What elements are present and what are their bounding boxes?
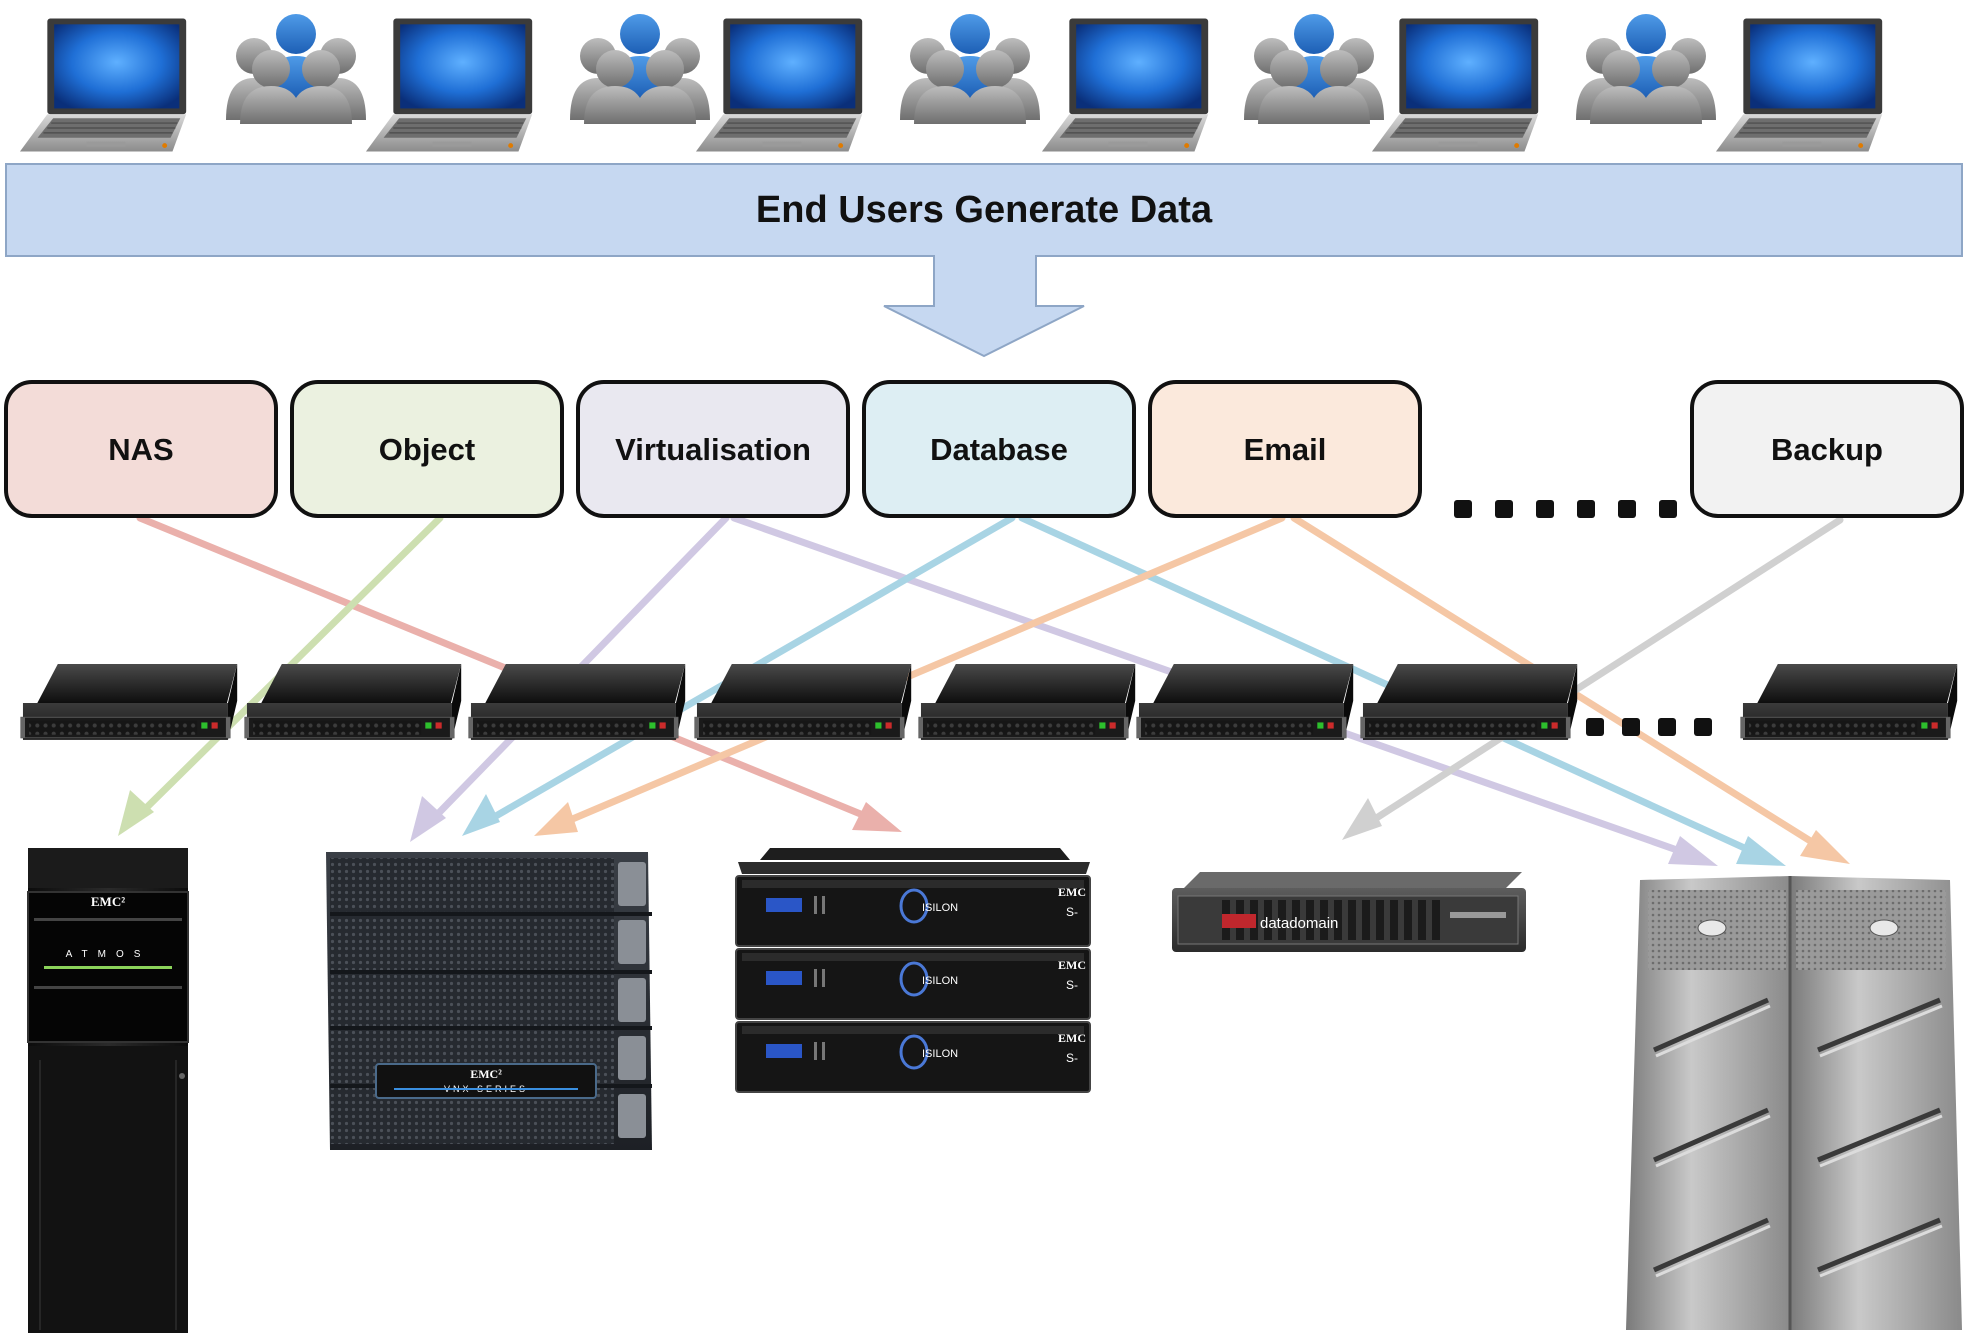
isilon-name: ISILON — [922, 1048, 958, 1060]
category-nas: NAS — [4, 380, 278, 518]
category-virtualisation: Virtualisation — [576, 380, 850, 518]
isilon-node: ISILON EMC S- — [735, 1021, 1091, 1093]
category-backup: Backup — [1690, 380, 1964, 518]
ellipsis-dot — [1659, 500, 1677, 518]
category-label-object: Object — [379, 432, 475, 467]
server-icon — [1740, 664, 1958, 741]
ellipsis-dot — [1495, 500, 1513, 518]
ellipsis-dot — [1454, 500, 1472, 518]
isilon-name: ISILON — [922, 902, 958, 914]
ellipsis-dot — [1577, 500, 1595, 518]
server-icon — [1360, 664, 1578, 741]
laptop-icon — [695, 17, 863, 152]
server-icon — [468, 664, 686, 741]
arrowhead-db-vnx — [462, 794, 500, 836]
laptop-icon — [1715, 17, 1883, 152]
isilon-brand: EMC — [1058, 1031, 1086, 1045]
vnx-brand: EMC² — [470, 1067, 502, 1081]
isilon-brand: EMC — [1058, 885, 1086, 899]
atmos-brand: EMC² — [91, 894, 125, 909]
user-group-icon — [1244, 14, 1384, 124]
atmos-name: ATMOS — [66, 949, 151, 960]
category-label-backup: Backup — [1771, 432, 1883, 467]
server-icon — [918, 664, 1136, 741]
arrowhead-db-cabinet — [1736, 836, 1786, 866]
ellipsis-dot — [1694, 718, 1712, 736]
arrowhead-email-cabinet — [1800, 830, 1850, 864]
user-group-icon — [226, 14, 366, 124]
arrowhead-backup — [1342, 798, 1382, 840]
category-label-database: Database — [930, 432, 1068, 467]
laptop-icon — [365, 17, 533, 152]
laptop-icon — [1041, 17, 1209, 152]
isilon-model: S- — [1066, 1051, 1078, 1065]
ellipsis-dot — [1618, 500, 1636, 518]
ellipsis-dot — [1658, 718, 1676, 736]
arrowhead-nas — [852, 802, 902, 832]
connector-email-vnx — [552, 514, 1286, 830]
isilon-brand: EMC — [1058, 958, 1086, 972]
user-group-icon — [1576, 14, 1716, 124]
category-ellipsis — [1454, 500, 1677, 518]
category-box-virtualisation — [576, 380, 850, 518]
category-boxes: NAS Object Virtualisation Database Email… — [4, 380, 1964, 518]
banner-title: End Users Generate Data — [756, 189, 1213, 231]
atmos-storage-icon: EMC² ATMOS — [27, 848, 189, 1333]
server-icon — [244, 664, 462, 741]
server-icon — [694, 664, 912, 741]
end-user-devices — [19, 14, 1883, 152]
server-ellipsis — [1586, 718, 1712, 736]
arrowhead-virt-vnx — [410, 796, 446, 842]
server-icon — [1136, 664, 1354, 741]
isilon-storage-icon: ISILON EMC S- ISILON EMC S- ISILON EMC S- — [735, 848, 1091, 1093]
cabinet-storage-icon — [1626, 876, 1962, 1330]
category-box-database — [862, 380, 1136, 518]
category-label-nas: NAS — [108, 432, 173, 467]
connector-backup-dd — [1360, 516, 1844, 830]
ellipsis-dot — [1586, 718, 1604, 736]
arrowhead-virt-cabinet — [1668, 836, 1718, 866]
isilon-name: ISILON — [922, 975, 958, 987]
isilon-model: S- — [1066, 978, 1078, 992]
data-banner: End Users Generate Data — [5, 163, 1963, 358]
isilon-model: S- — [1066, 905, 1078, 919]
laptop-icon — [19, 17, 187, 152]
category-box-backup — [1690, 380, 1964, 518]
server-row — [20, 664, 1958, 741]
laptop-icon — [1371, 17, 1539, 152]
category-box-object — [290, 380, 564, 518]
arrowhead-email-vnx — [534, 802, 578, 836]
user-group-icon — [570, 14, 710, 124]
server-icon — [20, 664, 238, 741]
category-box-nas — [4, 380, 278, 518]
isilon-node: ISILON EMC S- — [735, 875, 1091, 947]
category-email: Email — [1148, 380, 1422, 518]
category-label-virtualisation: Virtualisation — [615, 432, 811, 467]
category-box-email — [1148, 380, 1422, 518]
arrowhead-object — [118, 790, 154, 836]
user-group-icon — [900, 14, 1040, 124]
isilon-node: ISILON EMC S- — [735, 948, 1091, 1020]
category-object: Object — [290, 380, 564, 518]
vnx-storage-icon: EMC² VNX SERIES — [326, 852, 652, 1150]
category-label-email: Email — [1244, 432, 1327, 467]
datadomain-name: datadomain — [1260, 915, 1338, 932]
category-database: Database — [862, 380, 1136, 518]
banner-arrow-shape — [5, 163, 1963, 358]
ellipsis-dot — [1622, 718, 1640, 736]
datadomain-storage-icon: datadomain — [1172, 872, 1526, 952]
ellipsis-dot — [1536, 500, 1554, 518]
